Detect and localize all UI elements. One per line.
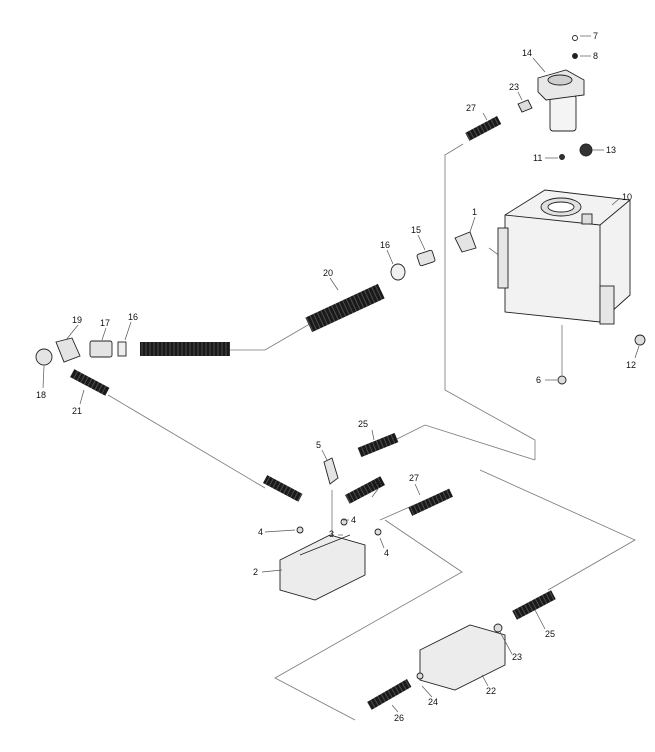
callout-26-bottom: 26 [394, 713, 404, 723]
callout-14: 14 [522, 48, 532, 58]
callout-23-top: 23 [509, 82, 519, 92]
callout-19: 19 [72, 315, 82, 325]
suction-hose-left [35, 337, 230, 366]
callout-11: 11 [533, 153, 542, 163]
callout-23-bottom: 23 [512, 652, 522, 662]
callout-16-right: 16 [380, 240, 390, 250]
suction-fittings [390, 231, 477, 281]
callout-20: 20 [323, 268, 333, 278]
hose-21 [69, 369, 303, 502]
callout-12: 12 [626, 360, 636, 370]
callout-1: 1 [472, 207, 477, 217]
callout-3: 3 [329, 529, 334, 539]
callout-17: 17 [100, 318, 110, 328]
callout-21: 21 [72, 406, 82, 416]
callout-24-label: 24 [428, 697, 438, 707]
callout-labels: 7 8 14 23 27 13 11 10 1 15 16 20 16 17 1… [36, 31, 636, 723]
callout-13: 13 [606, 145, 616, 155]
return-hoses [367, 590, 556, 710]
leader-lines [42, 35, 640, 713]
control-valve-22 [416, 623, 506, 691]
callout-4-upper: 4 [351, 515, 356, 525]
callout-27-mid: 27 [409, 473, 419, 483]
filter-assembly [517, 35, 585, 132]
callout-15: 15 [411, 225, 421, 235]
callout-10: 10 [622, 192, 632, 202]
callout-5-label: 5 [316, 440, 321, 450]
suction-hose-20 [305, 283, 385, 333]
callout-26-mid: 26 [373, 479, 383, 489]
callout-6-label: 6 [536, 375, 541, 385]
pressure-hoses [323, 432, 453, 516]
callout-2: 2 [253, 567, 258, 577]
callout-8: 8 [593, 51, 598, 61]
hose-27-top [465, 116, 502, 141]
callout-4-right: 4 [384, 548, 389, 558]
callout-16-left: 16 [128, 312, 138, 322]
callout-25-bottom: 25 [545, 629, 555, 639]
callout-18-label: 18 [36, 390, 46, 400]
callout-7: 7 [593, 31, 598, 41]
callout-22-label: 22 [486, 686, 496, 696]
callout-25-mid: 25 [358, 419, 368, 429]
callout-4-left: 4 [258, 527, 263, 537]
control-valve-2 [279, 518, 382, 601]
callout-27-top: 27 [466, 103, 476, 113]
hydraulic-tank [497, 143, 646, 385]
